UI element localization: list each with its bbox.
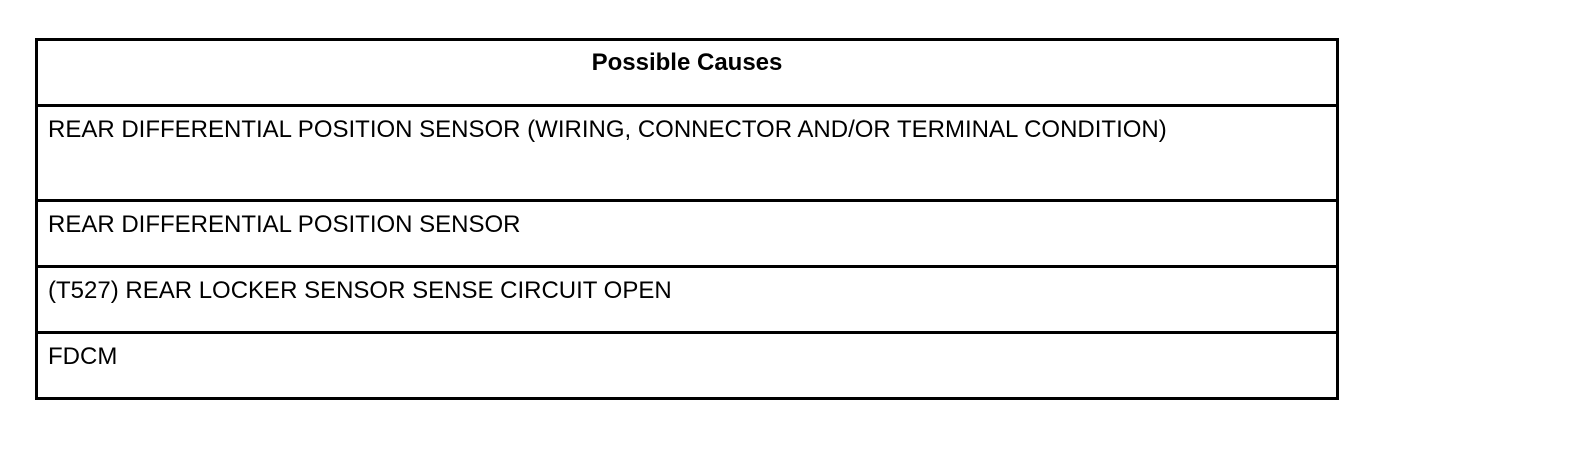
table-cell: (T527) REAR LOCKER SENSOR SENSE CIRCUIT …	[35, 265, 1339, 334]
table-header-label: Possible Causes	[591, 49, 783, 76]
table-header-row: Possible Causes	[35, 38, 1339, 107]
possible-causes-table: Possible Causes REAR DIFFERENTIAL POSITI…	[35, 38, 1339, 400]
cause-text: REAR DIFFERENTIAL POSITION SENSOR (WIRIN…	[48, 116, 1167, 143]
table-header-cell: Possible Causes	[35, 38, 1339, 107]
cause-text: (T527) REAR LOCKER SENSOR SENSE CIRCUIT …	[48, 277, 672, 304]
table-row: REAR DIFFERENTIAL POSITION SENSOR	[35, 199, 1339, 268]
cause-text: FDCM	[48, 343, 118, 370]
table-row: FDCM	[35, 331, 1339, 400]
table-cell: REAR DIFFERENTIAL POSITION SENSOR	[35, 199, 1339, 268]
table-cell: REAR DIFFERENTIAL POSITION SENSOR (WIRIN…	[35, 104, 1339, 202]
cause-text: REAR DIFFERENTIAL POSITION SENSOR	[48, 211, 521, 238]
table-row: (T527) REAR LOCKER SENSOR SENSE CIRCUIT …	[35, 265, 1339, 334]
table-row: REAR DIFFERENTIAL POSITION SENSOR (WIRIN…	[35, 104, 1339, 202]
table-cell: FDCM	[35, 331, 1339, 400]
